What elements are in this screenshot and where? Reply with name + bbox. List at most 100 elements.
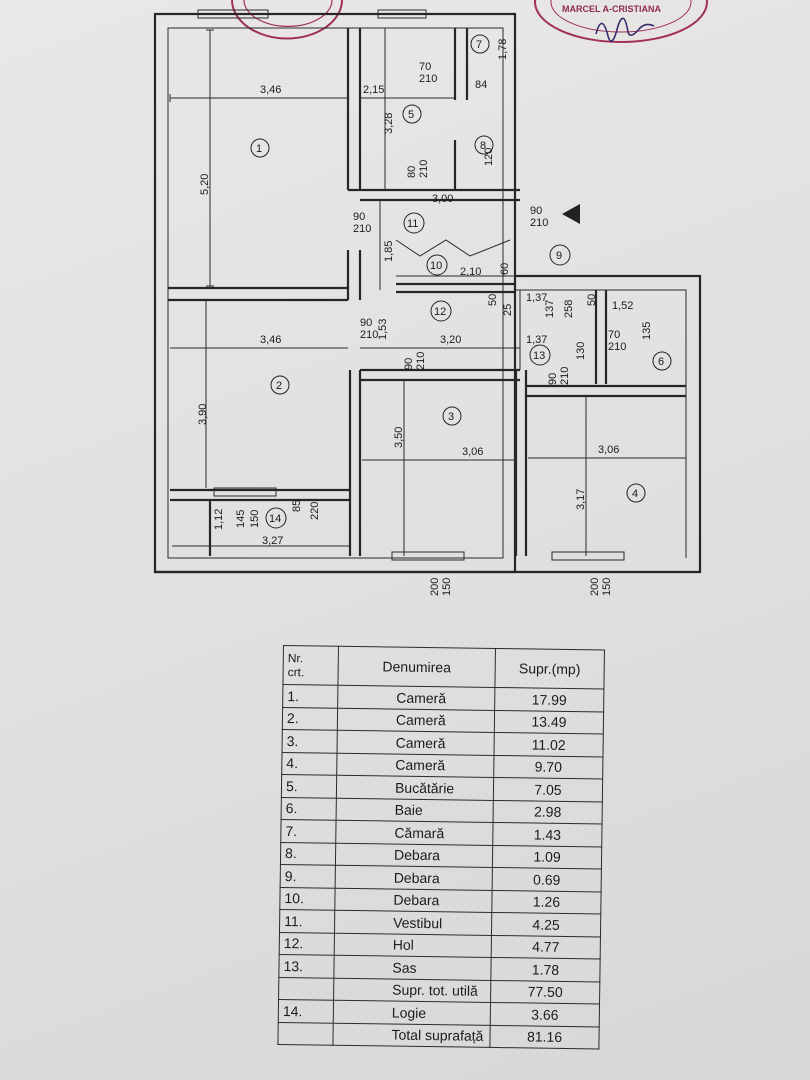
cell-nr: 11. (279, 909, 335, 933)
cell-nr (278, 976, 334, 1001)
cell-nr (277, 1021, 334, 1046)
cell-name: Cameră (336, 752, 494, 778)
table-header-row: Nr. crt. Denumirea Supr.(mp) (282, 645, 605, 689)
svg-text:3,17: 3,17 (575, 489, 587, 510)
cell-nr: 10. (279, 886, 336, 911)
svg-text:11: 11 (407, 218, 418, 230)
svg-text:60: 60 (499, 263, 511, 275)
svg-text:7: 7 (476, 39, 482, 51)
cell-name: Cameră (337, 730, 495, 755)
stamp-seal-right: MARCEL A-CRISTIANA (534, 0, 708, 43)
cell-name: Total suprafață (332, 1022, 491, 1048)
interior-walls (168, 28, 686, 556)
svg-text:137: 137 (544, 300, 556, 318)
svg-text:3,20: 3,20 (440, 334, 461, 346)
svg-text:1,52: 1,52 (612, 300, 633, 312)
cell-area: 11.02 (493, 732, 604, 757)
svg-text:1,85: 1,85 (383, 241, 395, 262)
svg-text:90210: 90210 (353, 211, 371, 235)
cell-area: 81.16 (489, 1024, 600, 1049)
cell-area: 0.69 (492, 867, 602, 892)
svg-text:135: 135 (641, 322, 653, 340)
svg-text:14: 14 (269, 513, 281, 525)
room-label-3: 3 (442, 406, 462, 426)
svg-text:1,37: 1,37 (526, 292, 547, 304)
cell-nr: 2. (282, 707, 338, 731)
svg-text:3,00: 3,00 (432, 193, 453, 205)
svg-text:2,10: 2,10 (460, 266, 481, 278)
svg-text:120: 120 (483, 148, 495, 166)
cell-name: Vestibul (334, 910, 492, 935)
cell-name: Bucătărie (336, 775, 494, 800)
svg-text:50: 50 (586, 294, 598, 306)
cell-name: Sas (333, 955, 492, 980)
svg-text:84: 84 (475, 79, 487, 91)
floor-plan: MARCEL A-CRISTIANA (153, 0, 708, 596)
windows (197, 9, 625, 561)
svg-text:5,20: 5,20 (199, 174, 211, 195)
cell-area: 2.98 (493, 799, 603, 824)
room-label-8: 8 (474, 135, 494, 155)
room-label-7: 7 (470, 34, 490, 54)
svg-text:200150: 200150 (589, 578, 613, 596)
svg-text:90210: 90210 (547, 367, 571, 385)
svg-text:1,78: 1,78 (497, 39, 509, 60)
svg-text:3,06: 3,06 (462, 446, 483, 458)
svg-text:50: 50 (487, 294, 499, 306)
col-header-area: Supr.(mp) (494, 648, 605, 689)
north-arrow-icon (562, 204, 580, 224)
room-label-10: 10 (426, 254, 448, 276)
cell-name: Debara (334, 887, 493, 913)
svg-text:258: 258 (563, 300, 575, 318)
svg-text:220: 220 (309, 502, 321, 520)
cell-name: Logie (333, 1000, 491, 1025)
cell-name: Cameră (337, 707, 495, 733)
svg-text:80210: 80210 (406, 160, 430, 178)
col-header-nr: Nr. crt. (282, 645, 339, 686)
svg-text:3,06: 3,06 (598, 444, 619, 456)
col-header-name: Denumirea (337, 646, 496, 688)
svg-text:1: 1 (256, 143, 262, 155)
cell-area: 4.77 (491, 934, 601, 959)
svg-text:3,27: 3,27 (262, 535, 283, 547)
cell-nr: 9. (280, 864, 336, 888)
cell-nr: 6. (281, 796, 337, 821)
room-label-2: 2 (270, 375, 290, 395)
cell-area: 13.49 (494, 709, 604, 734)
cell-area: 1.26 (491, 889, 602, 914)
room-label-14: 14 (265, 507, 287, 529)
svg-text:3,90: 3,90 (197, 404, 209, 425)
cell-nr: 12. (279, 931, 335, 956)
room-label-1: 1 (250, 138, 270, 158)
svg-text:2,15: 2,15 (363, 84, 384, 96)
svg-text:85: 85 (291, 500, 303, 512)
room-labels: 1 2 3 4 5 6 7 8 9 10 11 12 13 14 (250, 34, 672, 529)
svg-text:5: 5 (408, 109, 414, 121)
cell-area: 3.66 (490, 1002, 600, 1027)
cell-name: Baie (336, 797, 494, 823)
svg-text:4: 4 (632, 488, 638, 500)
svg-text:90210: 90210 (530, 205, 548, 229)
cell-name: Debara (335, 842, 493, 868)
svg-text:3,50: 3,50 (393, 427, 405, 448)
svg-text:25: 25 (502, 304, 514, 316)
svg-text:3,28: 3,28 (383, 113, 395, 134)
svg-text:145: 145 (235, 510, 247, 528)
cell-name: Hol (334, 932, 492, 958)
cell-name: Cămară (335, 820, 494, 845)
svg-text:130: 130 (575, 342, 587, 360)
cell-area: 4.25 (491, 912, 601, 937)
svg-text:9: 9 (556, 250, 562, 262)
cell-area: 17.99 (494, 687, 604, 712)
cell-nr: 4. (281, 751, 338, 776)
room-label-12: 12 (430, 300, 452, 322)
svg-text:3,46: 3,46 (260, 84, 281, 96)
svg-text:1,12: 1,12 (213, 509, 225, 530)
cell-area: 77.50 (490, 979, 600, 1004)
svg-text:90210: 90210 (360, 317, 378, 341)
